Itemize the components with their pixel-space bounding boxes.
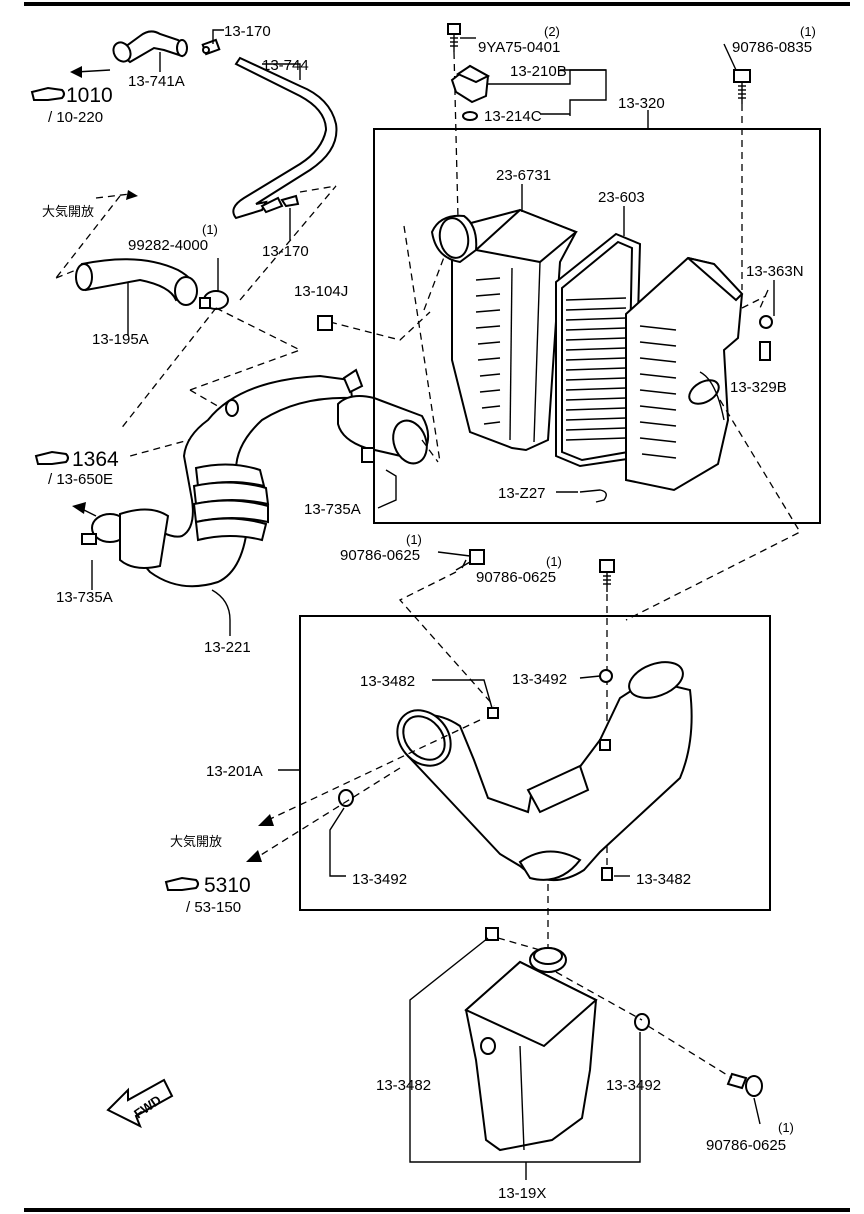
- label-90786-0625-a: 90786-0625: [340, 547, 420, 564]
- label-9ya75-0401: 9YA75-0401: [478, 39, 560, 56]
- label-9ya75-qty: (2): [544, 24, 560, 39]
- pointing-hand-icon: [164, 876, 199, 891]
- intake-tube-13-221[interactable]: [126, 368, 364, 588]
- clamp-99282-4000[interactable]: [199, 290, 229, 310]
- bolt-90786-0625-c[interactable]: [726, 1072, 763, 1097]
- bolt-90786-0625-a[interactable]: [455, 549, 485, 571]
- ref-1364-sub: / 13-650E: [48, 471, 113, 488]
- label-13-19x: 13-19X: [498, 1185, 546, 1202]
- label-23-6731: 23-6731: [496, 167, 551, 184]
- label-13-221: 13-221: [204, 639, 251, 656]
- screw-9ya75-0401[interactable]: [447, 23, 461, 52]
- ref-5310: 5310: [204, 874, 251, 897]
- label-13-3482-b: 13-3482: [636, 871, 691, 888]
- pin-13-329b[interactable]: [759, 341, 771, 361]
- label-90786-0625-a-qty: (1): [406, 532, 422, 547]
- label-open-air-1: 大気開放: [42, 204, 94, 219]
- ref-5310-sub: / 53-150: [186, 899, 241, 916]
- label-13-104j: 13-104J: [294, 283, 348, 300]
- label-13-329b: 13-329B: [730, 379, 787, 396]
- label-99282-4000: 99282-4000: [128, 237, 208, 254]
- label-13-735a-right: 13-735A: [304, 501, 361, 518]
- fwd-arrow-icon: [106, 1078, 174, 1129]
- label-13-3482-a: 13-3482: [360, 673, 415, 690]
- label-90786-0625-b-qty: (1): [546, 554, 562, 569]
- label-13-320: 13-320: [618, 95, 665, 112]
- pointing-hand-icon: [34, 450, 69, 465]
- nut-13-3492-b[interactable]: [338, 789, 354, 807]
- clamp-13-735a-left[interactable]: [81, 508, 170, 569]
- clip-13-3482-a[interactable]: [487, 707, 499, 719]
- ref-1010-sub: / 10-220: [48, 109, 103, 126]
- label-13-z27: 13-Z27: [498, 485, 546, 502]
- label-open-air-2: 大気開放: [170, 834, 222, 849]
- bolt-90786-0835[interactable]: [733, 69, 751, 104]
- hose-13-741a[interactable]: [110, 30, 188, 64]
- resonator-duct-13-201a[interactable]: [386, 655, 693, 882]
- pipe-13-744[interactable]: [232, 56, 338, 220]
- ref-1010: 1010: [66, 84, 113, 107]
- frame-13-320: [373, 128, 821, 524]
- filter-pleats: [565, 297, 627, 441]
- label-90786-0625-c: 90786-0625: [706, 1137, 786, 1154]
- label-13-3492-a: 13-3492: [512, 671, 567, 688]
- grommet-13-363n[interactable]: [759, 315, 773, 329]
- frame-13-201a: [299, 615, 771, 911]
- label-23-603: 23-603: [598, 189, 645, 206]
- clamp-13-735a-right[interactable]: [337, 395, 433, 468]
- lower-case-ribs: [639, 325, 677, 459]
- label-99282-qty: (1): [202, 222, 218, 237]
- hose-13-195a[interactable]: [75, 258, 198, 306]
- pointing-hand-icon: [30, 86, 65, 101]
- label-90786-0835: 90786-0835: [732, 39, 812, 56]
- label-13-170-mid: 13-170: [262, 243, 309, 260]
- label-90786-0625-c-qty: (1): [778, 1120, 794, 1135]
- label-90786-0625-b: 90786-0625: [476, 569, 556, 586]
- label-13-744: 13-744: [262, 57, 309, 74]
- label-13-201a: 13-201A: [206, 763, 263, 780]
- label-13-735a-left: 13-735A: [56, 589, 113, 606]
- clip-13-3482-c[interactable]: [485, 927, 499, 941]
- ref-1364: 1364: [72, 448, 119, 471]
- label-13-363n: 13-363N: [746, 263, 804, 280]
- air-cleaner-lower-case[interactable]: [625, 256, 744, 492]
- bushing-13-104j[interactable]: [317, 315, 333, 331]
- upper-case-ribs: [475, 277, 501, 425]
- label-13-3482-c: 13-3482: [376, 1077, 431, 1094]
- o-ring-13-214c[interactable]: [462, 111, 478, 121]
- connector-13-170-top[interactable]: [201, 38, 221, 56]
- label-13-195a: 13-195A: [92, 331, 149, 348]
- label-13-214c: 13-214C: [484, 108, 542, 125]
- bolt-90786-0625-b[interactable]: [599, 559, 615, 592]
- label-13-741a: 13-741A: [128, 73, 185, 90]
- clip-13-3482-b[interactable]: [601, 867, 613, 881]
- nut-13-3492-a[interactable]: [599, 669, 613, 683]
- label-13-210b: 13-210B: [510, 63, 567, 80]
- air-cleaner-upper-case-23-6731[interactable]: [430, 208, 578, 452]
- resonator-13-19x[interactable]: [464, 947, 598, 1152]
- label-13-170-top: 13-170: [224, 23, 271, 40]
- label-13-3492-c: 13-3492: [606, 1077, 661, 1094]
- label-13-3492-b: 13-3492: [352, 871, 407, 888]
- hose-clip-13-z27[interactable]: [579, 489, 607, 503]
- nut-13-3492-c[interactable]: [634, 1013, 650, 1031]
- label-90786-0835-qty: (1): [800, 24, 816, 39]
- sensor-13-210b[interactable]: [450, 64, 491, 104]
- ref-1010-arrow: [70, 66, 111, 78]
